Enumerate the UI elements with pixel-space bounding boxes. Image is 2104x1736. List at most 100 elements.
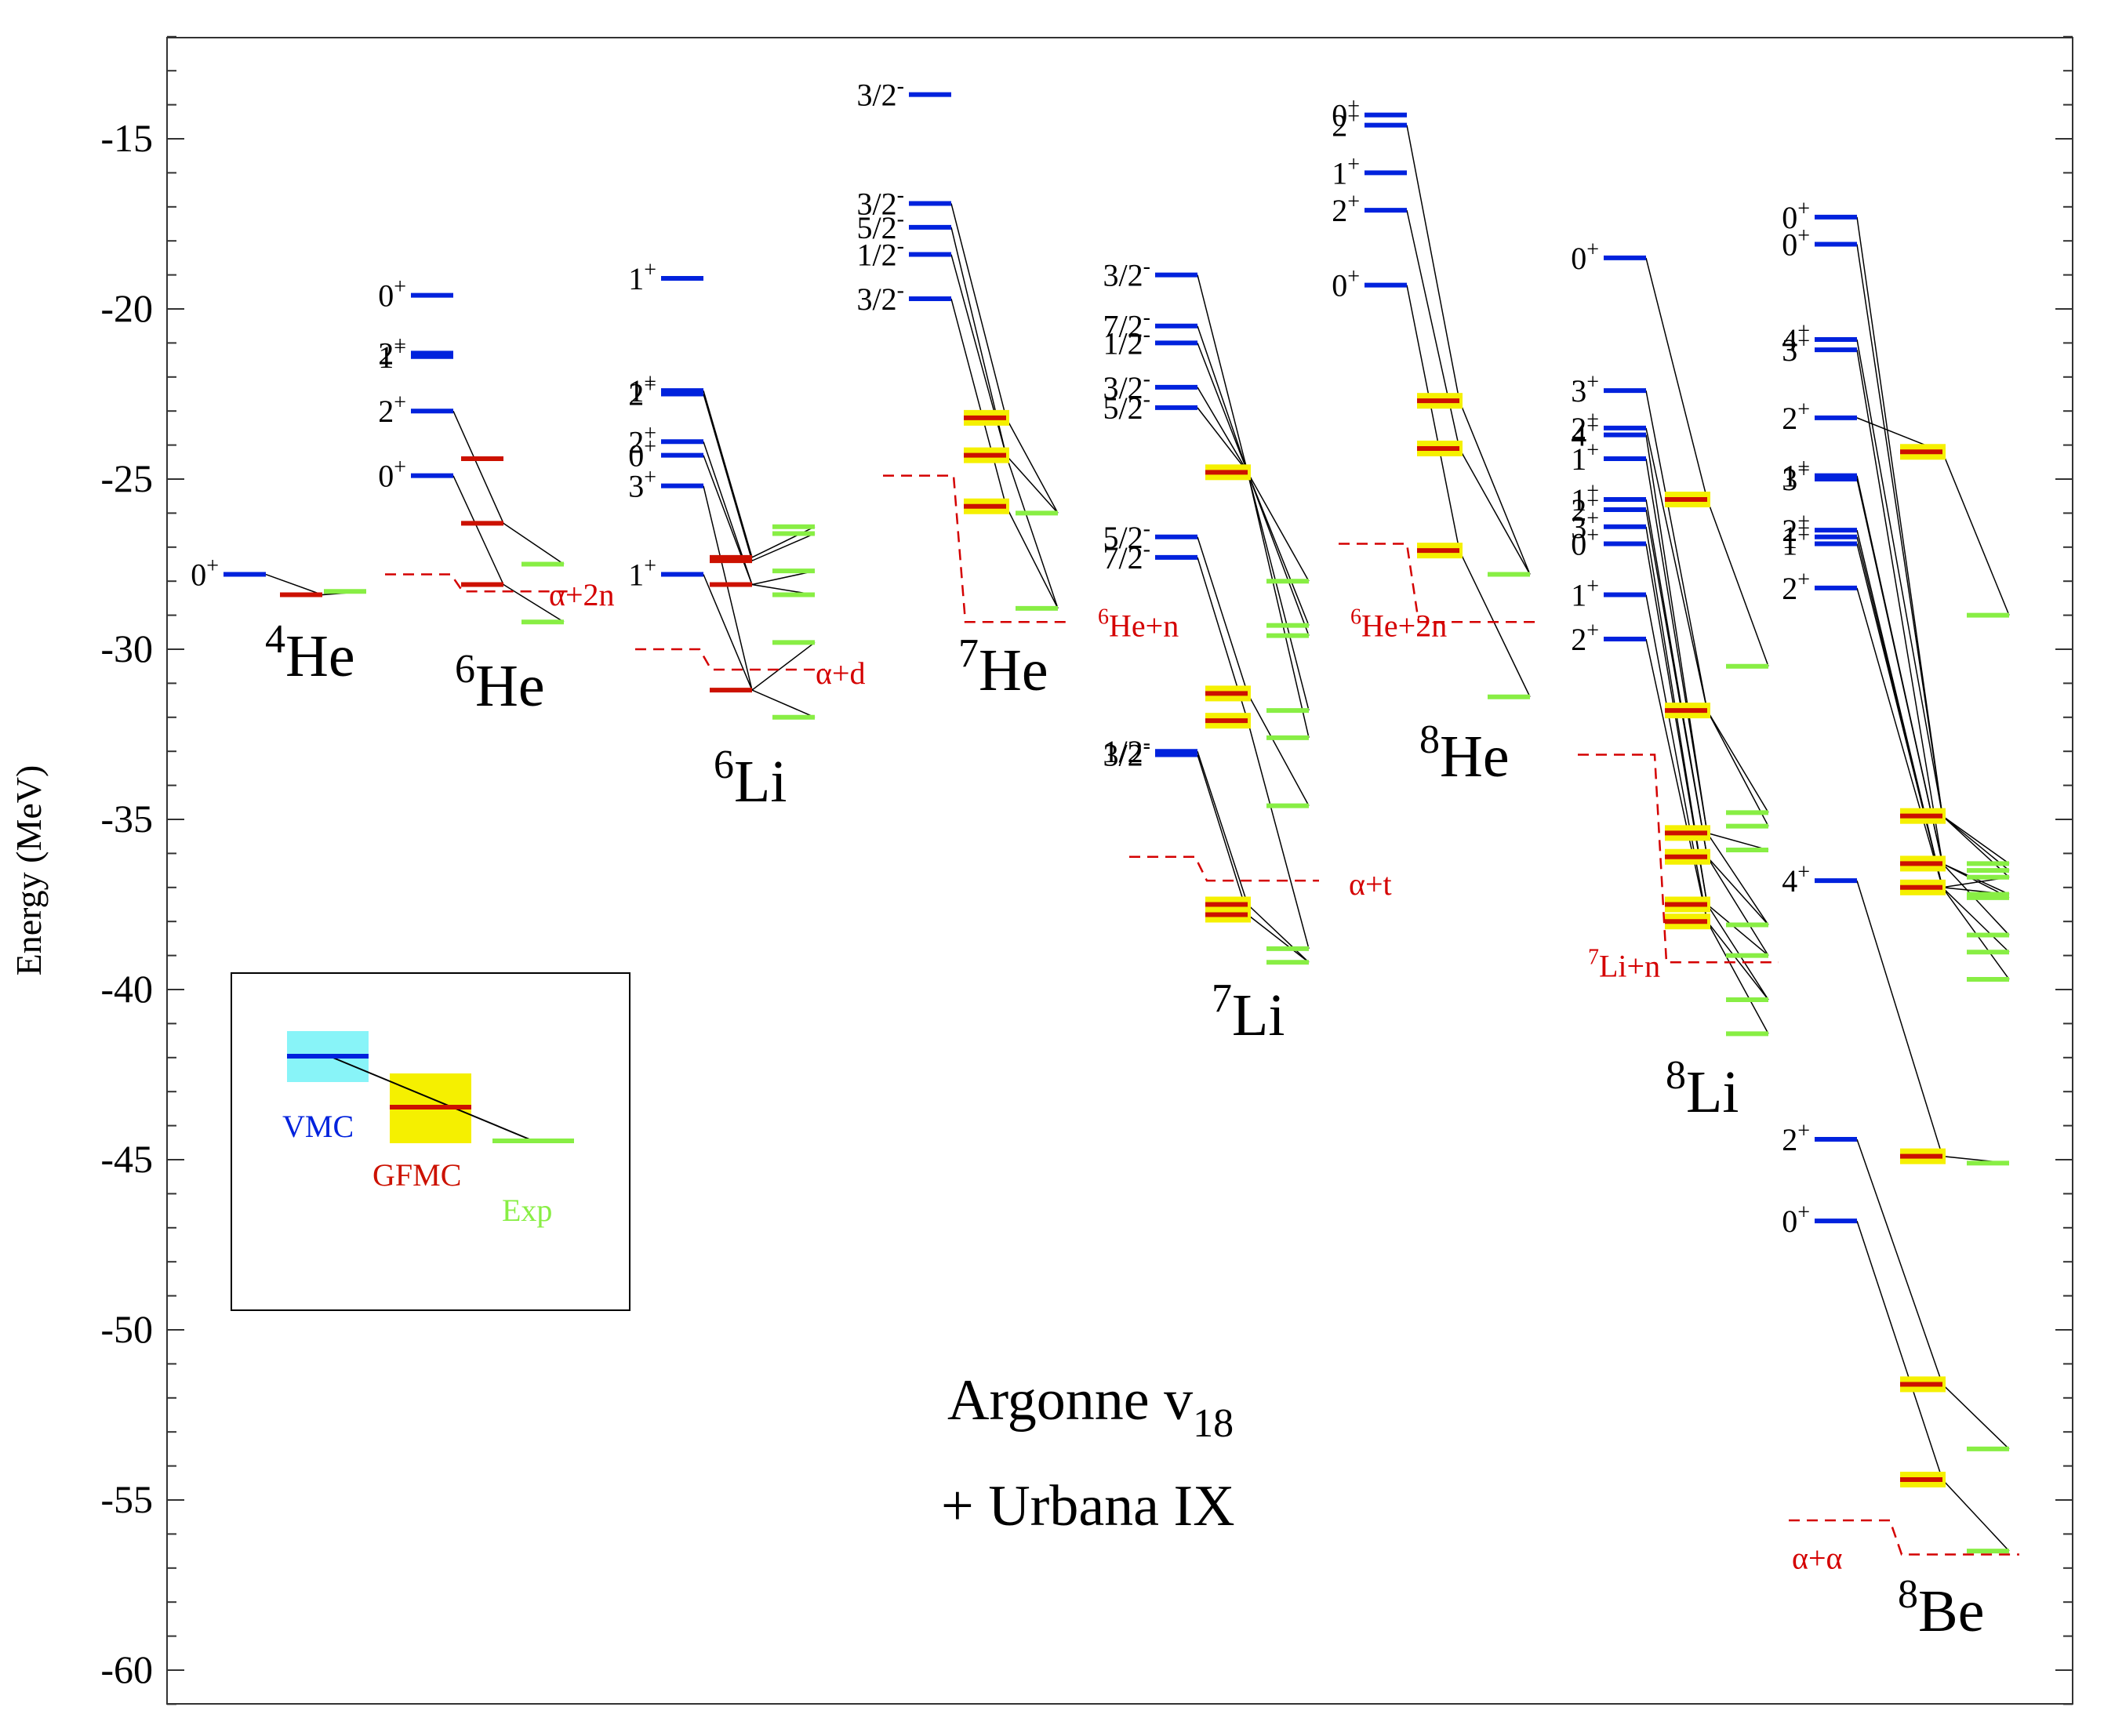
level-spin: 2 xyxy=(1571,622,1586,657)
level-parity: + xyxy=(394,390,406,415)
level-parity: + xyxy=(1797,456,1810,480)
level-parity: + xyxy=(1797,1200,1810,1225)
level-parity: + xyxy=(1797,329,1810,354)
level-label: 2+ xyxy=(1571,489,1599,528)
level-label: 3/2- xyxy=(1103,255,1150,293)
nucleus-name: Li xyxy=(1232,982,1285,1048)
nucleus-name: Li xyxy=(1686,1059,1739,1125)
level-label: 0+ xyxy=(1332,265,1360,303)
level-spin: 1 xyxy=(1571,482,1586,518)
threshold-superscript: 6 xyxy=(1350,605,1361,629)
level-parity: + xyxy=(1797,1119,1810,1143)
level-parity: + xyxy=(644,374,656,398)
level-label: 1+ xyxy=(1782,456,1810,494)
connector-line xyxy=(703,485,816,692)
level-label: 2+ xyxy=(1782,398,1810,436)
level-spin: 1 xyxy=(628,373,644,409)
level-parity: + xyxy=(644,554,656,579)
level-spin: 0 xyxy=(1571,526,1586,561)
level-parity: + xyxy=(1586,507,1599,531)
level-label: 5/2- xyxy=(857,207,904,245)
level-spin: 1 xyxy=(378,340,394,375)
level-spin: 2 xyxy=(1782,571,1797,606)
level-spin: 3 xyxy=(1782,462,1797,497)
level-parity: + xyxy=(1586,370,1599,394)
level-label: 4+ xyxy=(1782,319,1810,358)
threshold-superscript: 7 xyxy=(1588,945,1599,969)
level-label: 2+ xyxy=(378,390,406,429)
level-spin: 2 xyxy=(378,336,394,371)
level-spin: 2 xyxy=(1571,411,1586,446)
level-label: 0+ xyxy=(1571,523,1599,561)
level-parity: + xyxy=(1586,489,1599,514)
level-parity: + xyxy=(644,466,656,490)
level-label: 2+ xyxy=(1782,1119,1810,1157)
model-annotation-subscript: 18 xyxy=(1193,1401,1234,1446)
threshold-label: α+d xyxy=(816,656,866,691)
level-spin: 3/2 xyxy=(857,78,897,113)
level-spin: 0 xyxy=(378,278,394,314)
level-parity: + xyxy=(1586,523,1599,547)
threshold-line xyxy=(1789,1519,2019,1556)
level-label: 1+ xyxy=(628,370,656,409)
nucleus-mass: 7 xyxy=(958,631,979,676)
level-spin: 4 xyxy=(1571,418,1586,453)
level-parity: + xyxy=(1797,224,1810,249)
threshold-label: α+2n xyxy=(549,577,615,612)
level-label: 3/2- xyxy=(857,278,904,317)
level-parity: + xyxy=(1797,197,1810,221)
legend-exp-label: Exp xyxy=(502,1193,552,1228)
nucleus-mass: 8 xyxy=(1666,1053,1686,1098)
level-label: 2+ xyxy=(1782,568,1810,606)
level-label: 1/2- xyxy=(1103,731,1150,769)
level-spin: 2 xyxy=(1332,193,1347,228)
connector-line xyxy=(1406,209,1531,575)
level-spin: 2 xyxy=(628,424,644,459)
level-label: 3/2- xyxy=(857,74,904,113)
connector-line xyxy=(1197,750,1310,963)
connector-line xyxy=(1856,1139,2010,1450)
level-parity: - xyxy=(897,278,904,303)
level-label: 0+ xyxy=(191,554,219,593)
level-label: 5/2- xyxy=(1103,517,1150,555)
level-parity: + xyxy=(1347,152,1360,176)
nucleus-name: He xyxy=(1440,724,1510,790)
connector-line xyxy=(1856,475,2010,899)
level-label: 0+ xyxy=(628,435,656,474)
level-label: 3/2- xyxy=(857,183,904,221)
y-tick-label: -45 xyxy=(100,1137,153,1181)
threshold-line xyxy=(385,573,574,593)
nucleus-label: 6He xyxy=(455,647,545,719)
level-label: 2+ xyxy=(628,374,656,412)
level-spin: 1/2 xyxy=(1103,734,1143,769)
level-label: 0+ xyxy=(1571,238,1599,276)
level-spin: 3 xyxy=(628,469,644,504)
nucleus-name: He xyxy=(979,637,1048,703)
y-axis-label: Energy (MeV) xyxy=(9,765,49,976)
level-label: 2+ xyxy=(378,332,406,371)
level-parity: - xyxy=(1143,322,1150,347)
level-label: 3+ xyxy=(1782,459,1810,497)
nucleus-label: 8Li xyxy=(1666,1053,1739,1125)
nucleus-label: 7He xyxy=(958,631,1048,703)
level-spin: 3 xyxy=(1571,510,1586,545)
level-parity: + xyxy=(1586,238,1599,262)
y-axis: -60-55-50-45-40-35-30-25-20-15 xyxy=(100,35,2073,1705)
level-parity: + xyxy=(644,421,656,445)
level-label: 2+ xyxy=(1332,105,1360,143)
y-tick-label: -50 xyxy=(100,1307,153,1351)
nucleus-4He: 0+4He xyxy=(191,554,367,689)
level-parity: - xyxy=(1143,387,1150,412)
level-parity: - xyxy=(1143,735,1150,759)
level-parity: + xyxy=(1347,95,1360,119)
level-spin: 3/2 xyxy=(857,281,897,317)
level-parity: - xyxy=(1143,367,1150,391)
level-parity: + xyxy=(1347,265,1360,289)
threshold-superscript: 6 xyxy=(1098,605,1109,629)
level-parity: - xyxy=(1143,306,1150,330)
level-spin: 0 xyxy=(1332,268,1347,303)
level-spin: 1 xyxy=(1782,526,1797,561)
connector-line xyxy=(1856,543,2010,895)
